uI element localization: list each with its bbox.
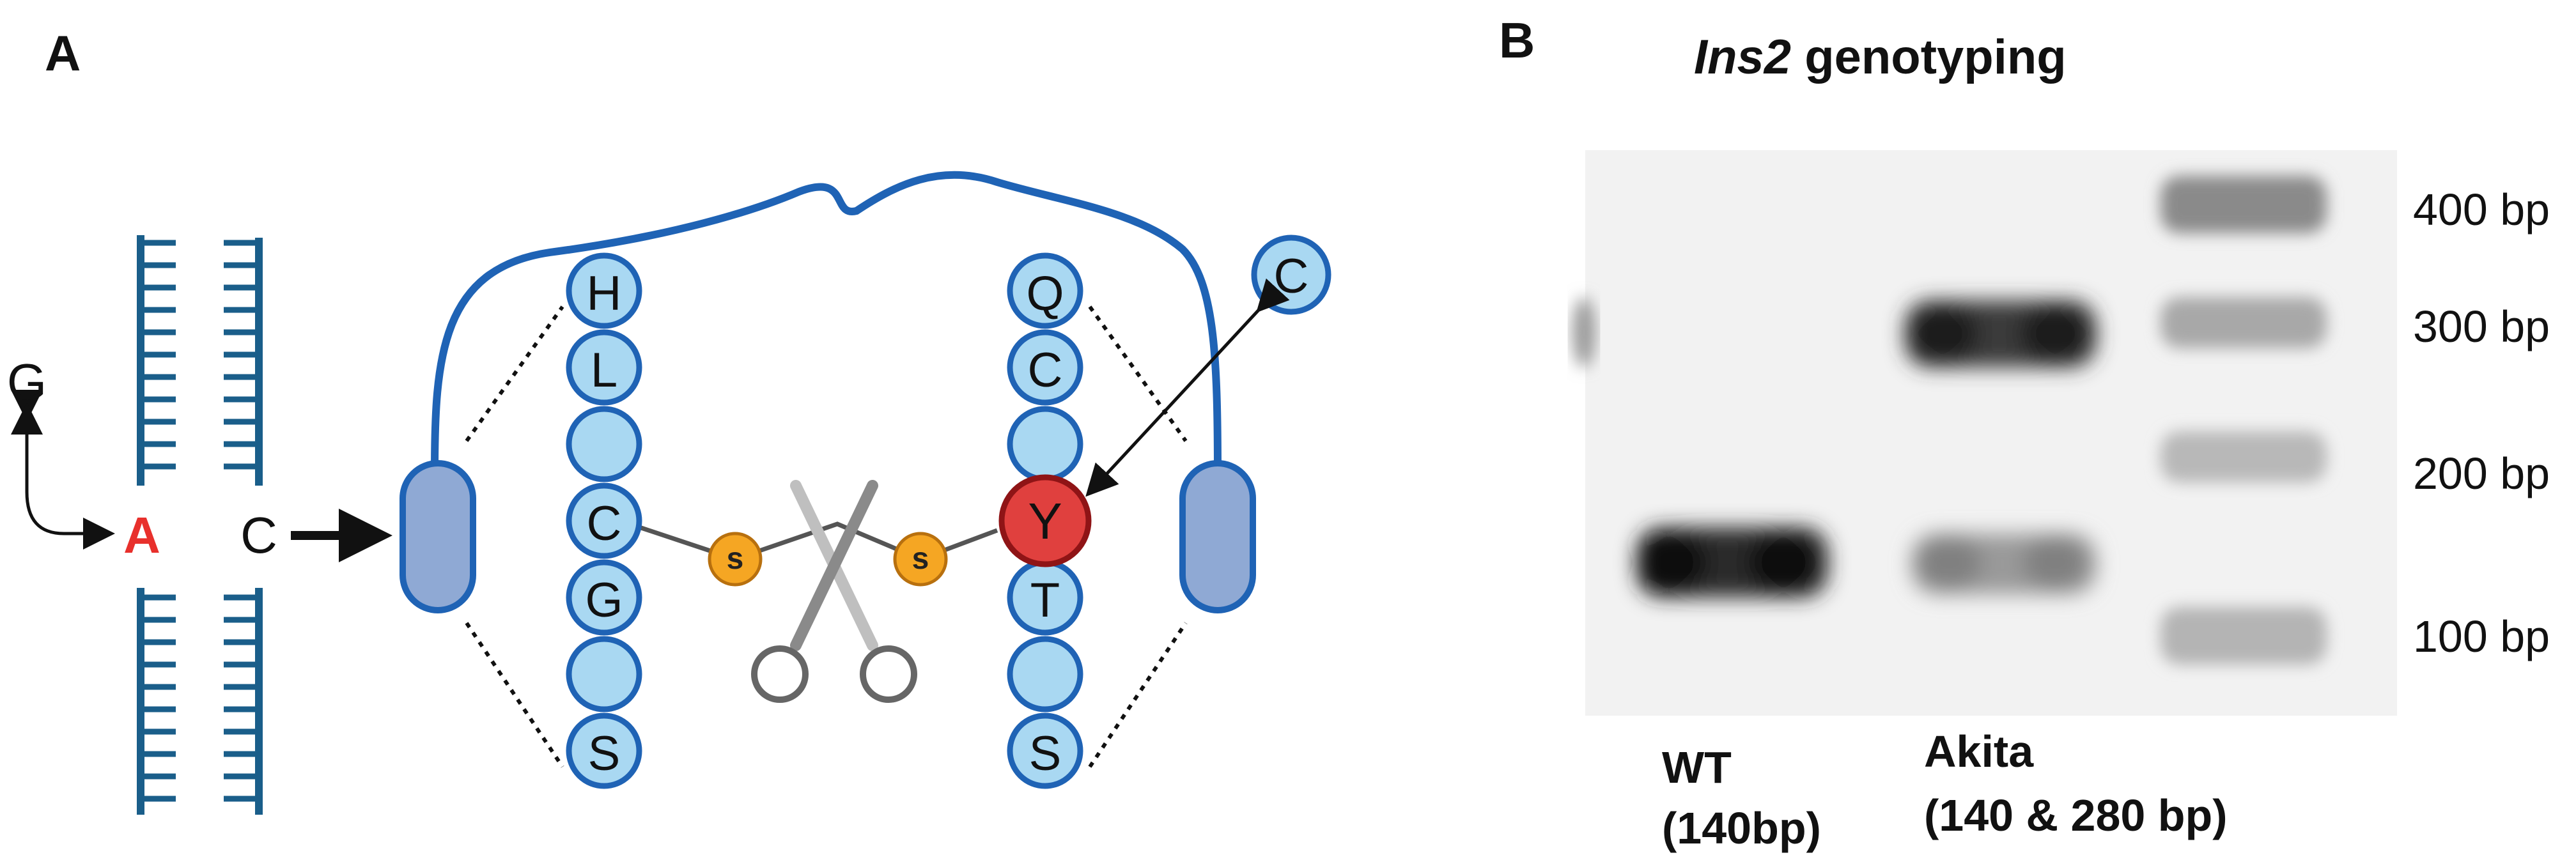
residue-left-5: S: [588, 727, 621, 781]
sulfur-label-left: s: [727, 542, 744, 576]
lane-label-akita: Akita: [1924, 727, 2034, 776]
band-akita-280: [1905, 300, 2097, 367]
double-arrow: [1085, 278, 1290, 497]
residue-chain-right: [998, 252, 1092, 789]
residue-left-4: G: [585, 573, 623, 627]
ladder-lane: [2161, 176, 2327, 665]
scissors-icon: [751, 480, 917, 703]
mutation-arrow: [25, 415, 115, 550]
mutant-residue: [998, 474, 1092, 567]
chain-b-terminal-capsule: [400, 460, 476, 613]
residue-chain-left: [566, 252, 642, 789]
dna-duplex-upper: [137, 235, 263, 486]
sulfur-atom-right: [893, 532, 948, 587]
chain-a-terminal-capsule: [1179, 460, 1256, 613]
dna-base-new: G: [7, 353, 47, 410]
residue-right-5: S: [1029, 727, 1062, 781]
sulfur-label-right: s: [912, 542, 929, 576]
ladder-label-200: 200 bp: [2413, 449, 2550, 498]
dna-duplex-lower: [137, 588, 263, 815]
band-akita-140: [1911, 534, 2097, 594]
panel-b: B Ins2 genotyping: [1499, 12, 2550, 853]
panel-b-label: B: [1499, 12, 1535, 68]
lane-sublabel-akita: (140 & 280 bp): [1924, 790, 2228, 840]
panel-a: A: [7, 25, 1331, 815]
free-cysteine-label: C: [1274, 249, 1309, 304]
residue-right-4: T: [1030, 573, 1060, 627]
residue-left-2: L: [591, 343, 617, 397]
sulfur-atom-left: [708, 532, 763, 587]
ladder-label-300: 300 bp: [2413, 302, 2550, 351]
dna-base-partner: C: [240, 507, 277, 564]
dna-base-mutated: A: [123, 507, 160, 564]
lane-sublabel-wt: (140bp): [1662, 803, 1821, 853]
band-wt-140: [1636, 527, 1828, 597]
c-peptide-loop: [431, 171, 1222, 473]
residue-right-2: C: [1028, 343, 1063, 397]
gel-title: Ins2 genotyping: [1694, 30, 2067, 84]
residue-left-3: C: [587, 496, 622, 551]
gel-image: [1572, 150, 2397, 716]
residue-right-3: Y: [1028, 493, 1062, 550]
panel-a-label: A: [45, 25, 81, 81]
residue-right-1: Q: [1026, 266, 1064, 321]
lane-label-wt: WT: [1662, 743, 1732, 792]
ladder-label-400: 400 bp: [2413, 185, 2550, 235]
residue-left-1: H: [587, 266, 622, 321]
ladder-label-100: 100 bp: [2413, 612, 2550, 661]
